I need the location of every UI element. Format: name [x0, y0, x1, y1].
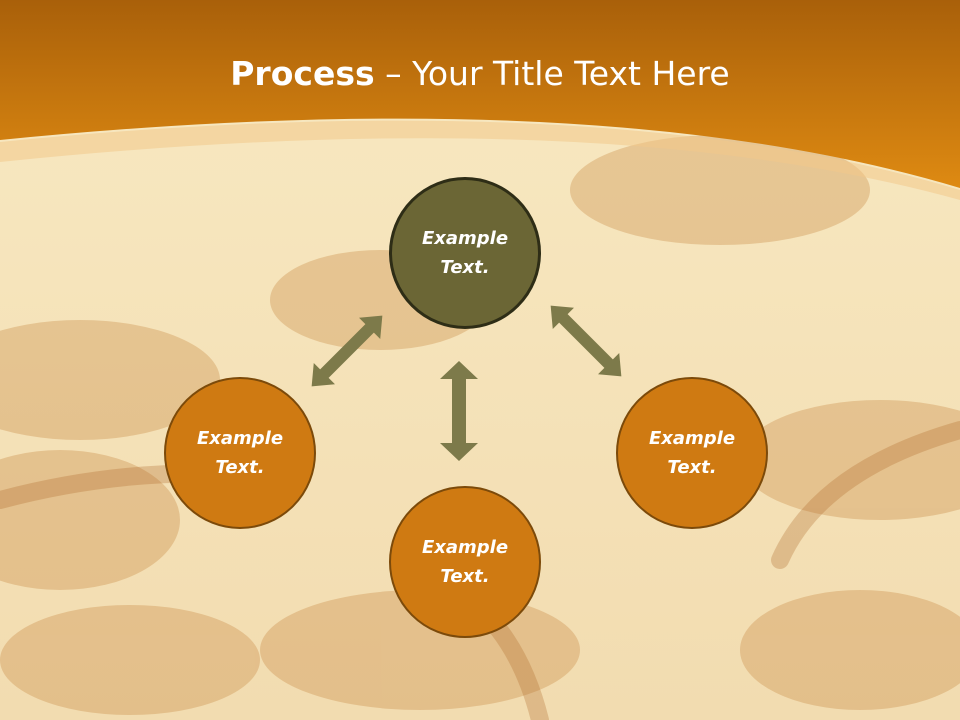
header-highlight	[0, 120, 960, 200]
palm-silhouettes	[0, 135, 960, 715]
arrow-center-right	[550, 305, 622, 377]
node-bottom-text: Example Text.	[421, 537, 509, 587]
arrow-center-left	[311, 315, 383, 387]
node-center: Example Text.	[389, 177, 541, 329]
node-bottom: Example Text.	[389, 486, 541, 638]
node-right: Example Text.	[616, 377, 768, 529]
slide-title: Process – Your Title Text Here	[0, 52, 960, 96]
node-right-text: Example Text.	[648, 428, 736, 478]
arrow-center-bottom	[440, 361, 478, 461]
title-bold: Process	[230, 54, 375, 93]
node-left-text: Example Text.	[196, 428, 284, 478]
title-rest: – Your Title Text Here	[374, 54, 730, 93]
node-left: Example Text.	[164, 377, 316, 529]
node-center-text: Example Text.	[421, 228, 509, 278]
header-band	[0, 0, 960, 188]
